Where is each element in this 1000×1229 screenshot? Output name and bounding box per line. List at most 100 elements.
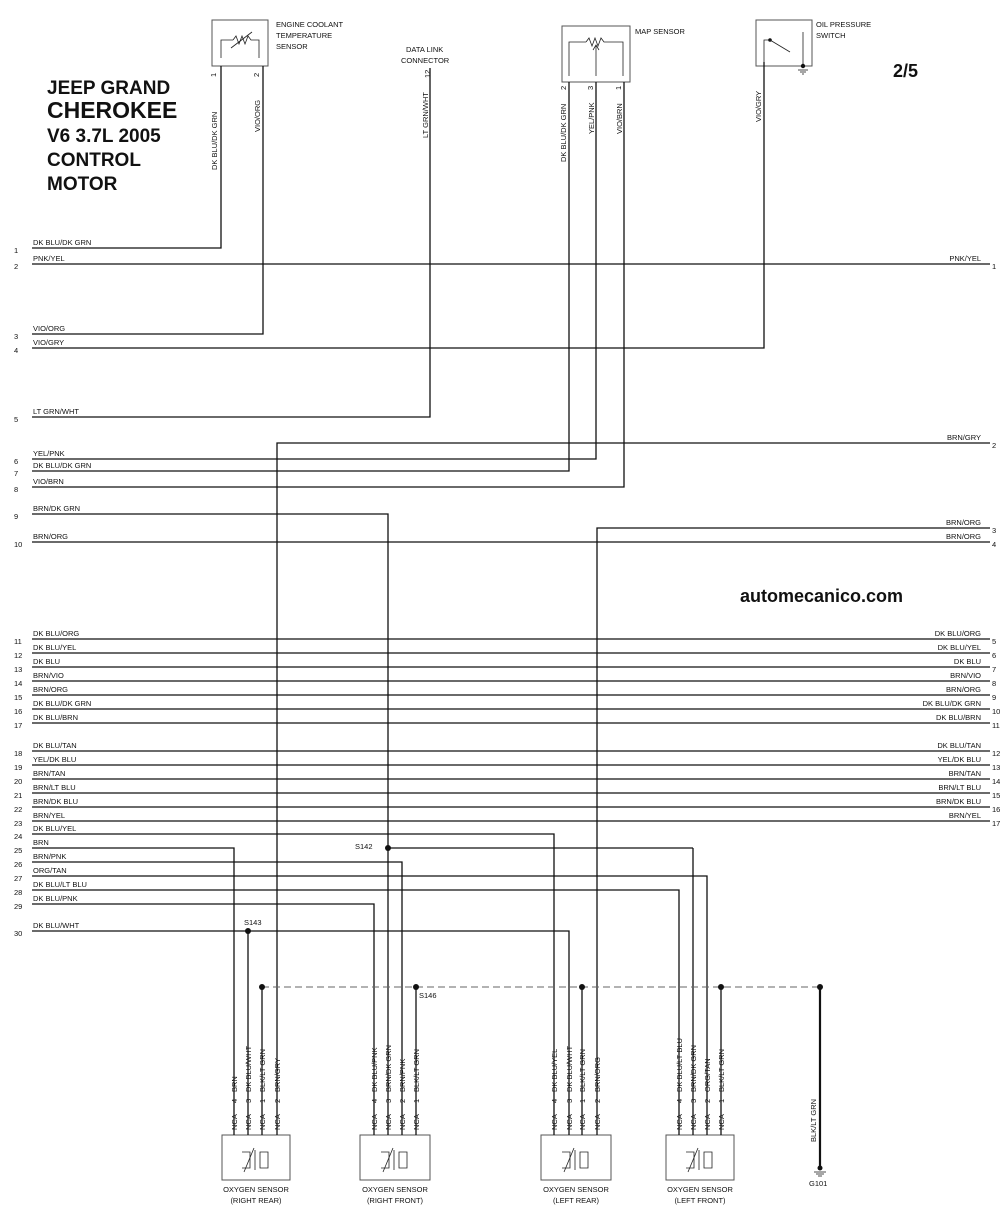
map-name: MAP SENSOR (635, 27, 685, 36)
right-wire-label: BRN/DK BLU (936, 797, 981, 806)
right-pin-number: 1 (992, 262, 996, 271)
oxygen-sensor-nca: NCA (398, 1114, 407, 1130)
map-wiper-arrow-icon (592, 44, 600, 51)
oxygen-sensor-wire-label: DK BLU/PNK (370, 1047, 379, 1092)
ops-wire-label: VIO/GRY (754, 91, 763, 122)
oxygen-sensor-pin: 4 (370, 1099, 379, 1103)
oxygen-sensor-name: OXYGEN SENSOR (223, 1185, 289, 1194)
ground-junction-dot (259, 984, 265, 990)
left-pin-number: 15 (14, 693, 22, 702)
left-pin-number: 13 (14, 665, 22, 674)
left-wire-label: DK BLU/YEL (33, 824, 76, 833)
dlc-wire-label: LT GRN/WHT (421, 92, 430, 138)
right-wire-label: DK BLU/BRN (936, 713, 981, 722)
left-pin-number: 4 (14, 346, 18, 355)
right-pin-number: 16 (992, 805, 1000, 814)
map-pin-1: 1 (614, 86, 623, 90)
oxygen-sensor-nca: NCA (412, 1114, 421, 1130)
ect-sensor-box (211, 19, 269, 67)
oxygen-sensor-nca: NCA (593, 1114, 602, 1130)
right-pin-number: 3 (992, 526, 996, 535)
heated-oxygen-element-icon (686, 1147, 713, 1173)
oxygen-sensor-nca: NCA (230, 1114, 239, 1130)
oxygen-sensor-pin: 1 (258, 1099, 267, 1103)
oxygen-sensor-nca: NCA (675, 1114, 684, 1130)
oxygen-sensor-wire-label: DK BLU/WHT (244, 1045, 253, 1092)
ect-variable-arrow-icon (230, 31, 253, 49)
ect-pin-1: 1 (209, 73, 218, 77)
left-wire-label: DK BLU (33, 657, 60, 666)
splice-s142-label: S142 (355, 842, 373, 851)
wire-pin3-ect (32, 66, 264, 335)
ground-g101: BLK/LT GRN G101 (809, 1099, 827, 1188)
left-pin-number: 9 (14, 512, 18, 521)
left-wire-label: BRN (33, 838, 49, 847)
oxygen-sensor-wire-label: BRN (230, 1076, 239, 1092)
splice-s143-dot (245, 928, 251, 934)
oxygen-sensor-position: (LEFT FRONT) (674, 1196, 726, 1205)
ect-sensor: ENGINE COOLANT TEMPERATURE SENSOR 1 2 DK… (209, 19, 344, 170)
title-line-4: CONTROL (47, 150, 141, 171)
oxygen-sensor-pin: 1 (578, 1099, 587, 1103)
map-lead-left (568, 41, 586, 76)
title-line-1: JEEP GRAND (47, 78, 170, 99)
ect-name-2: TEMPERATURE (276, 31, 332, 40)
left-pin-number: 19 (14, 763, 22, 772)
left-wire-label: LT GRN/WHT (33, 407, 79, 416)
left-wire-label: DK BLU/DK GRN (33, 699, 91, 708)
oxygen-sensor-name: OXYGEN SENSOR (543, 1185, 609, 1194)
wire-s143-lr (248, 930, 570, 1105)
map-wire-3-label: YEL/PNK (587, 102, 596, 134)
ops-switch-icon (769, 39, 791, 53)
right-wire-label: DK BLU/DK GRN (923, 699, 981, 708)
ground-junction-dot (817, 984, 823, 990)
heated-oxygen-element-icon (242, 1147, 269, 1173)
left-pin-number: 7 (14, 469, 18, 478)
splice-s143-label: S143 (244, 918, 262, 927)
oxygen-sensor-wire-label: BLK/LT GRN (717, 1049, 726, 1092)
oxygen-sensor-nca: NCA (689, 1114, 698, 1130)
oxygen-sensor-nca: NCA (384, 1114, 393, 1130)
right-wire-label: BRN/GRY (947, 433, 981, 442)
wire-pin27 (32, 875, 708, 1105)
data-link-connector: DATA LINK CONNECTOR 12 LT GRN/WHT (401, 45, 450, 138)
oxygen-sensor-position: (LEFT REAR) (553, 1196, 600, 1205)
right-wire-label: YEL/DK BLU (938, 755, 981, 764)
oxygen-sensor-pin: 2 (273, 1099, 282, 1103)
oxygen-sensor-wire-label: DK BLU/WHT (565, 1045, 574, 1092)
oxygen-sensor-pin: 1 (412, 1099, 421, 1103)
wire-pin25 (32, 847, 235, 1105)
left-pin-number: 25 (14, 846, 22, 855)
wire-pin6-map (32, 82, 597, 460)
left-wire-label: DK BLU/BRN (33, 713, 78, 722)
right-pin-number: 17 (992, 819, 1000, 828)
oxygen-sensor-position: (RIGHT FRONT) (367, 1196, 424, 1205)
right-pin-number: 14 (992, 777, 1000, 786)
wire-pin24 (32, 833, 555, 1105)
left-wire-label: DK BLU/ORG (33, 629, 79, 638)
right-wire-label: BRN/YEL (949, 811, 981, 820)
dlc-name-2: CONNECTOR (401, 56, 450, 65)
dlc-pin: 12 (423, 70, 432, 78)
left-pin-number: 10 (14, 540, 22, 549)
ops-name-2: SWITCH (816, 31, 846, 40)
left-wire-label: DK BLU/TAN (33, 741, 77, 750)
wire-pin8-map (32, 82, 625, 488)
oxygen-sensor-wire-label: BLK/LT GRN (258, 1049, 267, 1092)
ops-lead (763, 39, 770, 62)
oxygen-sensor-box (359, 1134, 431, 1181)
left-pin-number: 26 (14, 860, 22, 869)
left-wire-label: BRN/ORG (33, 532, 68, 541)
left-wire-label: YEL/PNK (33, 449, 65, 458)
oxygen-sensor-nca: NCA (578, 1114, 587, 1130)
ect-name-3: SENSOR (276, 42, 308, 51)
left-wire-label: BRN/TAN (33, 769, 65, 778)
right-wire-label: BRN/ORG (946, 518, 981, 527)
ect-wire-1-label: DK BLU/DK GRN (210, 112, 219, 170)
splice-s146-label: S146 (419, 991, 437, 1000)
wire-pin1-ect (32, 66, 222, 249)
